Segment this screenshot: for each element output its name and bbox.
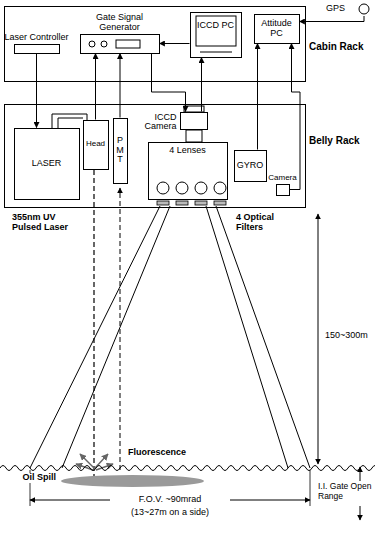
pmt-text: PMT — [116, 136, 125, 166]
gps-dome — [359, 4, 369, 14]
gate-signal-generator: Gate Signal Generator — [80, 34, 160, 54]
cabin-rack-text: Cabin Rack — [309, 41, 363, 52]
belly-rack: Belly RackLASERHeadPMTICCD Camera4 Lense… — [4, 104, 306, 208]
signal-connector — [290, 44, 301, 190]
camera-mount — [186, 130, 202, 142]
fov-line — [62, 206, 170, 468]
optical-filter — [157, 201, 169, 205]
oil-spill-shape — [60, 474, 205, 488]
fov-line — [216, 206, 310, 468]
gate-range-arrow — [360, 506, 361, 520]
monitor-base — [200, 52, 232, 53]
iccd-camera: ICCD Camera — [180, 112, 208, 130]
signal-connector — [95, 54, 96, 120]
oil-slick — [61, 475, 204, 487]
laser-spec: 355nm UV Pulsed Laser — [12, 212, 86, 233]
lens — [157, 182, 169, 194]
fov-tick — [310, 470, 311, 506]
lens-block: 4 Lenses — [148, 142, 228, 200]
display — [116, 40, 140, 48]
camera-text: Camera — [268, 174, 296, 183]
lens — [214, 182, 226, 194]
signal-connector — [300, 16, 365, 22]
optical-filter — [214, 201, 226, 205]
altitude-arrow — [318, 214, 319, 464]
signal-connector — [160, 43, 190, 44]
laser-head-text: Head — [86, 140, 105, 149]
lens — [176, 182, 188, 194]
attitude-pc: Attitude PC — [254, 14, 300, 44]
fluorescence-label: Fluorescence — [128, 447, 198, 457]
optical-filter — [195, 201, 207, 205]
filter-label: 4 Optical Filters — [236, 212, 288, 233]
cabin-rack: Cabin RackLaser ControllerGate Signal Ge… — [4, 6, 306, 82]
fluorescence-arrow — [96, 464, 113, 470]
optical-filter — [176, 201, 188, 205]
oil-spill: Oil Spill — [60, 474, 205, 488]
signal-connector — [152, 54, 186, 112]
iccd-pc: ICCD PC — [190, 12, 242, 58]
monitor-screen — [196, 16, 236, 46]
pmt: PMT — [113, 118, 128, 184]
gps-antenna: GPS — [326, 2, 372, 18]
iccd-camera-text: ICCD Camera — [137, 113, 177, 133]
signal-connector — [257, 44, 258, 150]
knob — [101, 41, 107, 47]
laser-head: Head — [83, 120, 109, 170]
iccd-pc-text: ICCD PC — [197, 21, 234, 31]
belly-rack-text: Belly Rack — [309, 135, 360, 146]
fov-size: (13~27m on a side) — [100, 507, 240, 517]
fov-line — [206, 206, 288, 468]
gyro: GYRO — [234, 150, 267, 182]
laser-beam — [93, 170, 94, 476]
lens — [195, 182, 207, 194]
gps-antenna-text: GPS — [326, 4, 345, 14]
fov-line — [30, 206, 160, 468]
laser-unit: LASER — [14, 128, 80, 200]
attitude-pc-text: Attitude PC — [257, 19, 297, 39]
altitude-range: 150~300m — [325, 330, 373, 340]
return-signal — [120, 188, 121, 470]
lens-block-text: 4 Lenses — [169, 146, 206, 156]
fov-angle: F.O.V. ~90mrad — [110, 494, 230, 504]
gate-range-label: I.I. Gate Open Range — [318, 482, 372, 502]
oil-spill-text: Oil Spill — [6, 473, 56, 483]
signal-connector — [36, 54, 37, 128]
laser-pipe — [58, 118, 83, 128]
gate-range-arrow — [360, 467, 361, 481]
laser-controller: Laser Controller — [14, 44, 60, 54]
gps-antenna-icon — [357, 2, 371, 18]
knob — [89, 41, 95, 47]
laser-unit-text: LASER — [32, 159, 62, 169]
laser-controller-text: Laser Controller — [4, 33, 68, 43]
gate-signal-generator-text: Gate Signal Generator — [87, 13, 153, 33]
sea-surface — [0, 466, 375, 471]
signal-connector — [120, 54, 121, 118]
camera: Camera — [276, 184, 290, 196]
gyro-text: GYRO — [237, 161, 264, 171]
